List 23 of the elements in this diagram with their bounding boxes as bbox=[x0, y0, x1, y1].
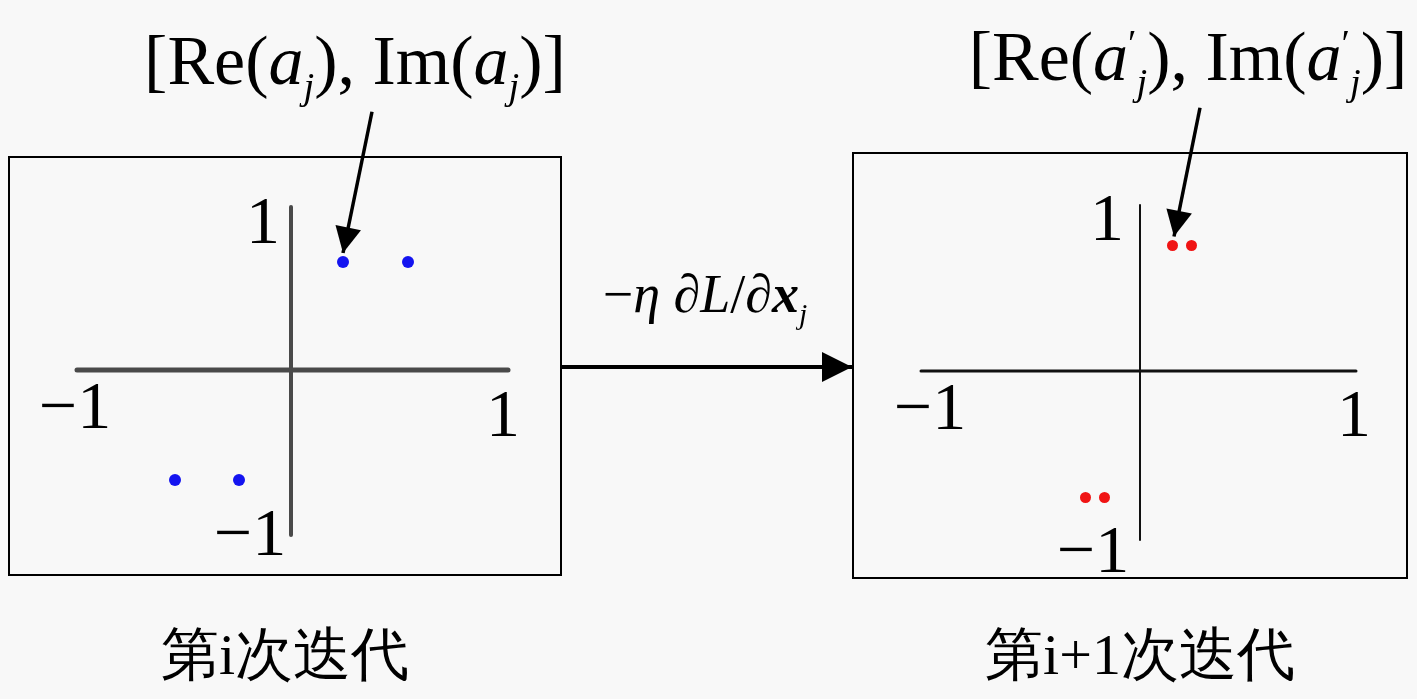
formula-label: [Re(a$_{j}$), Im(a$_{j}$)] bbox=[144, 26, 566, 106]
arrow bbox=[562, 352, 852, 382]
data-point bbox=[337, 256, 349, 268]
tick-label: −1 bbox=[1056, 515, 1130, 583]
tick-label: −1 bbox=[893, 372, 967, 440]
data-point bbox=[1079, 491, 1091, 503]
tick-label: 1 bbox=[1090, 183, 1124, 251]
tick-label: −1 bbox=[213, 498, 287, 566]
tick-label: 1 bbox=[486, 379, 520, 447]
tick-label: 1 bbox=[246, 186, 280, 254]
formula-label: [Re(a$^{′}$$_{j}$), Im(a$^{′}$$_{j}$)] bbox=[968, 22, 1408, 102]
data-point bbox=[402, 256, 414, 268]
leader-arrow bbox=[335, 111, 374, 254]
data-point bbox=[233, 474, 245, 486]
iteration-label: 第i+1次迭代 bbox=[985, 626, 1295, 684]
data-point bbox=[1185, 239, 1197, 251]
data-point bbox=[169, 474, 181, 486]
tick-label: 1 bbox=[1337, 379, 1371, 447]
tick-label: −1 bbox=[38, 371, 112, 439]
data-point bbox=[1098, 491, 1110, 503]
iteration-label: 第i次迭代 bbox=[160, 626, 410, 684]
leader-arrow bbox=[1166, 107, 1202, 237]
data-point bbox=[1166, 239, 1178, 251]
